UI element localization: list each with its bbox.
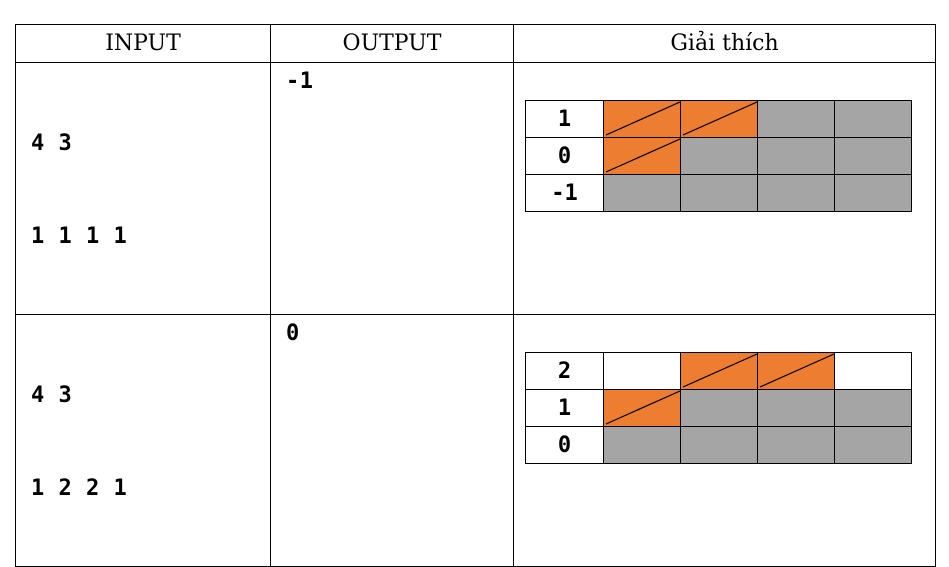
grid-cell-gray [834,389,912,427]
grid-cell-empty [603,352,681,390]
grid-cell-gray [603,426,681,464]
grid-row-label: 1 [525,389,604,427]
grid-cell-gray [680,174,758,212]
input-line-2: 1 2 2 1 [31,476,128,501]
diagonal-stroke-icon [682,353,757,388]
grid-cell-filled [757,352,835,390]
grid-cell-gray [757,426,835,464]
explanation-header: Giải thích [513,24,936,63]
output-cell: -1 [270,62,514,315]
output-header: OUTPUT [270,24,514,63]
grid-cell-gray [603,174,681,212]
grid-cell-gray [834,100,912,138]
input-line-2: 1 1 1 1 [31,224,128,249]
grid-cell-gray [757,389,835,427]
grid-cell-gray [834,426,912,464]
grid-row-label: -1 [525,174,604,212]
grid-cell-gray [680,389,758,427]
examples-table: INPUT OUTPUT Giải thích 4 3 1 1 1 1 -1 1… [15,24,936,567]
grid-cell-gray [834,174,912,212]
grid-cell-gray [757,100,835,138]
grid-cell-filled [680,100,758,138]
grid-row: -1 [525,174,912,212]
grid-row-label: 0 [525,426,604,464]
input-cell: 4 3 1 2 2 1 [15,314,271,567]
diagonal-stroke-icon [759,353,834,388]
grid-cell-gray [680,137,758,175]
output-cell: 0 [270,314,514,567]
grid-cell-gray [680,426,758,464]
input-header: INPUT [15,24,271,63]
diagonal-stroke-icon [682,101,757,136]
input-line-1: 4 3 [31,383,73,408]
grid-row-label: 1 [525,100,604,138]
grid-cell-gray [757,174,835,212]
header-row: INPUT OUTPUT Giải thích [15,24,936,63]
grid-cell-filled [603,137,681,175]
grid-row: 2 [525,352,912,390]
input-line-1: 4 3 [31,131,73,156]
output-value: 0 [286,321,300,346]
diagonal-stroke-icon [605,101,680,136]
grid-row: 1 [525,389,912,427]
input-cell: 4 3 1 1 1 1 [15,62,271,315]
grid-cell-filled [603,100,681,138]
grid-row: 0 [525,137,912,175]
diagonal-stroke-icon [605,390,680,425]
grid-row-label: 0 [525,137,604,175]
grid-cell-gray [757,137,835,175]
grid-row: 0 [525,426,912,464]
output-value: -1 [286,69,314,94]
grid-cell-empty [834,352,912,390]
grid-cell-gray [834,137,912,175]
diagonal-stroke-icon [605,138,680,173]
grid-row: 1 [525,100,912,138]
grid-cell-filled [603,389,681,427]
grid-cell-filled [680,352,758,390]
grid-row-label: 2 [525,352,604,390]
